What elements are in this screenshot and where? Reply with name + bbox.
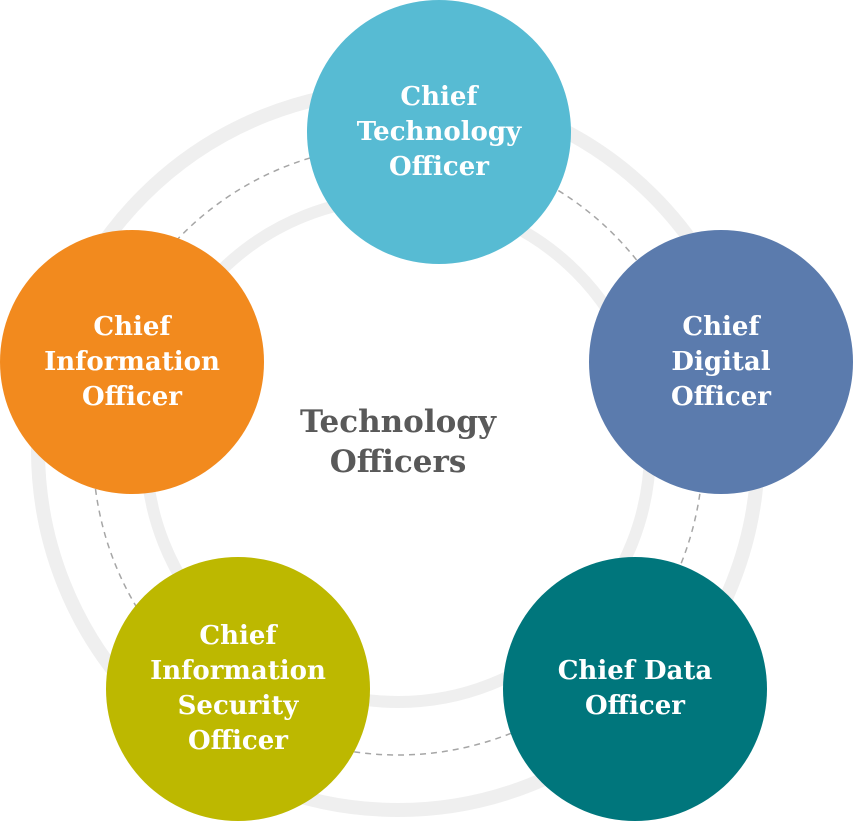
role-node-chief-digital-officer: Chief Digital Officer [589,230,853,494]
role-node-chief-data-officer: Chief Data Officer [503,557,767,821]
role-node-chief-information-officer: Chief Information Officer [0,230,264,494]
role-node-chief-technology-officer: Chief Technology Officer [307,0,571,264]
role-label: Chief Information Officer [44,311,220,412]
role-node-chief-information-security-officer: Chief Information Security Officer [106,557,370,821]
role-label: Chief Information Security Officer [150,621,326,756]
center-title: Technology Officers [299,404,496,480]
role-label: Chief Digital Officer [671,311,771,412]
role-label: Chief Technology Officer [356,81,522,182]
role-label: Chief Data Officer [557,656,713,721]
